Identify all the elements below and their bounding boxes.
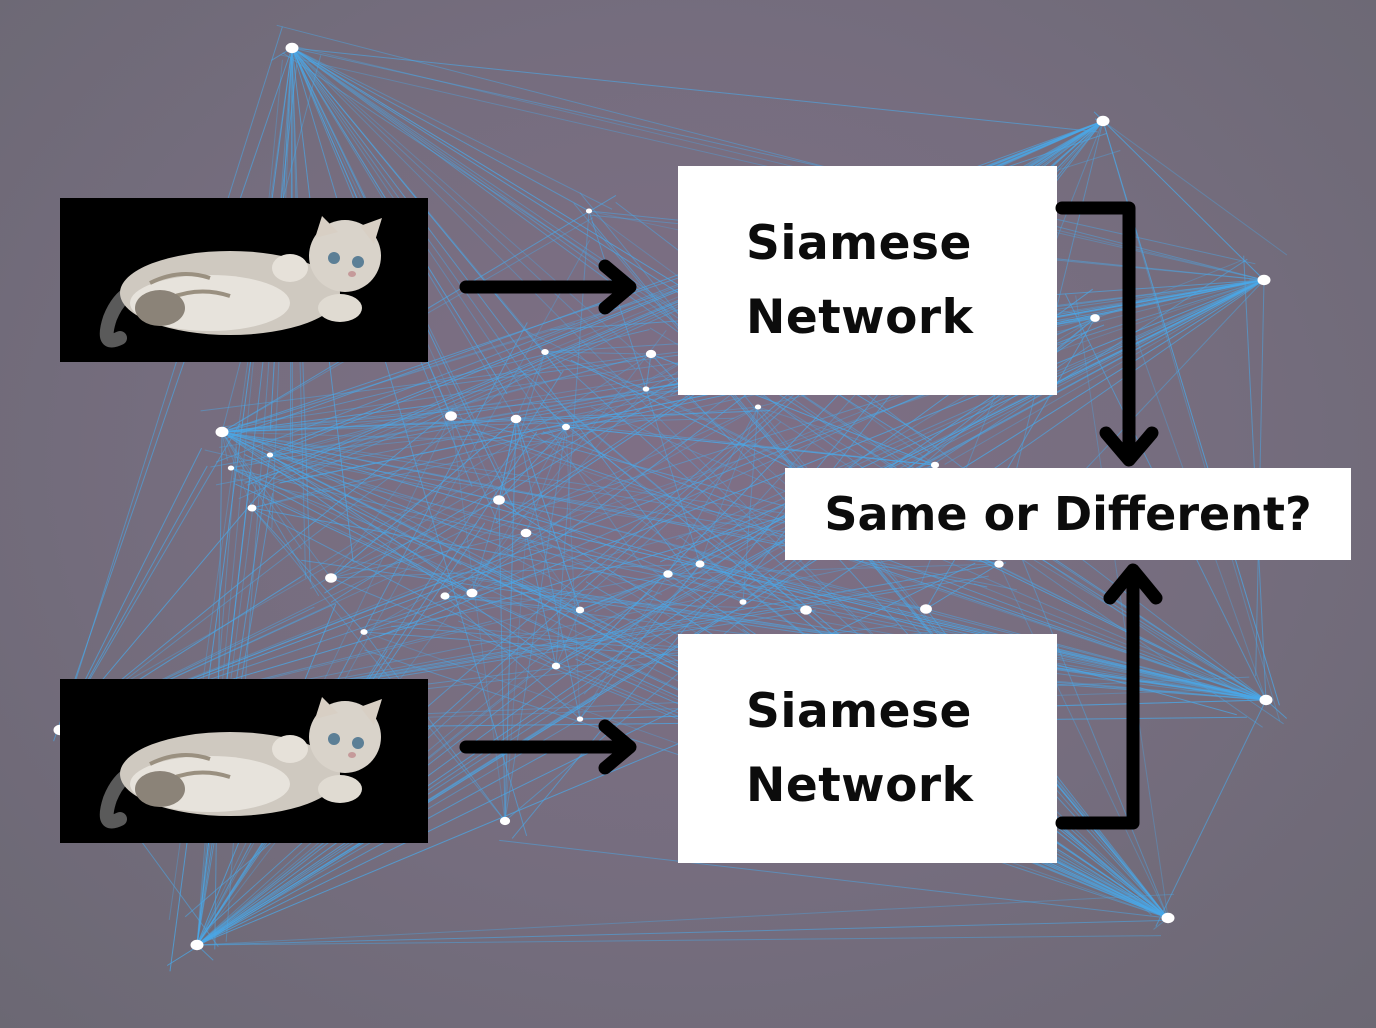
- network-node: [1090, 314, 1100, 322]
- network-node: [445, 411, 457, 421]
- network-node: [695, 560, 705, 568]
- output-label: Same or Different?: [824, 487, 1312, 541]
- network-node: [930, 461, 940, 469]
- network-node: [360, 629, 368, 635]
- network-node: [663, 570, 673, 578]
- network-node: [266, 452, 274, 458]
- cat-photo-icon: [60, 198, 428, 362]
- network-node: [1257, 274, 1271, 286]
- network-node: [510, 414, 522, 424]
- network-node: [466, 588, 478, 598]
- network-node: [576, 716, 584, 722]
- network-label-line1: Siamese: [746, 683, 972, 739]
- network-node: [551, 662, 561, 670]
- network-node: [754, 404, 762, 410]
- network-node: [1161, 912, 1175, 924]
- network-node: [520, 528, 532, 538]
- network-node: [585, 208, 593, 214]
- output-box: Same or Different?: [785, 468, 1351, 560]
- network-label-line1: Siamese: [746, 215, 972, 271]
- network-node: [190, 939, 204, 951]
- network-node: [800, 605, 812, 615]
- network-node: [285, 42, 299, 54]
- network-node: [325, 573, 337, 583]
- network-node: [247, 504, 257, 512]
- network-node: [575, 606, 585, 614]
- network-node: [920, 604, 932, 614]
- siamese-network-box-top: Siamese Network: [678, 166, 1057, 395]
- siamese-network-box-bottom: Siamese Network: [678, 634, 1057, 863]
- network-node: [1096, 115, 1110, 127]
- network-node: [215, 426, 229, 438]
- network-node: [227, 465, 235, 471]
- network-node: [642, 386, 650, 392]
- network-node: [645, 349, 657, 359]
- network-label-line2: Network: [746, 289, 974, 345]
- input-image-bottom: [60, 679, 428, 843]
- network-node: [440, 592, 450, 600]
- network-nodes: [53, 42, 1273, 951]
- input-image-top: [60, 198, 428, 362]
- cat-photo-icon: [60, 679, 428, 843]
- network-node: [493, 495, 505, 505]
- network-node: [994, 560, 1004, 568]
- network-node: [562, 423, 570, 431]
- network-node: [1259, 694, 1273, 706]
- network-label-line2: Network: [746, 757, 974, 813]
- network-node: [739, 599, 747, 605]
- network-node: [499, 816, 511, 826]
- network-node: [541, 348, 549, 356]
